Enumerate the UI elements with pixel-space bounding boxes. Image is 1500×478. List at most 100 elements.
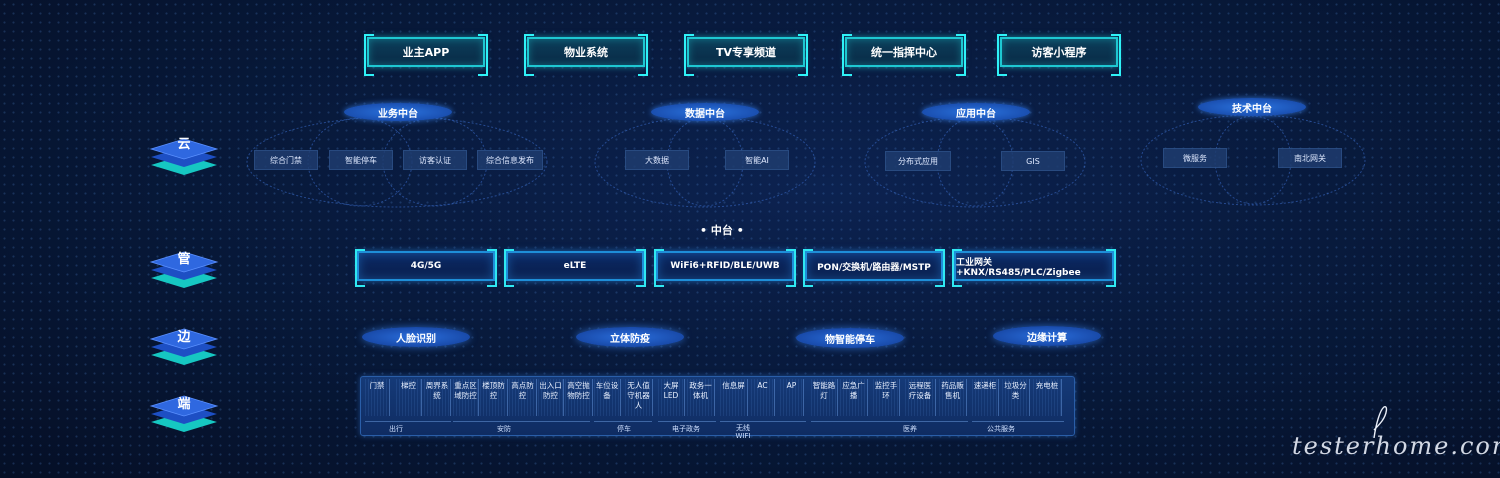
hub-item-label: 智能停车 — [345, 155, 377, 165]
app-box-property: 物业系统 — [524, 34, 648, 76]
edge-label: 立体防疫 — [610, 333, 650, 345]
app-label: 统一指挥中心 — [871, 46, 937, 59]
hub-item-microservice: 微服务 — [1163, 148, 1227, 168]
device-category: 公共服务 — [987, 425, 1015, 433]
edge-label: 物智能停车 — [825, 334, 875, 346]
device-cell: 垃圾分类 — [1002, 379, 1030, 416]
device-category: 医养 — [903, 425, 917, 433]
device-cell: 楼顶防控 — [480, 379, 508, 416]
device-cell: 应急广播 — [840, 379, 868, 416]
device-cell: 高点防控 — [509, 379, 537, 416]
category-divider — [453, 421, 590, 422]
hub-item-gateway: 南北网关 — [1278, 148, 1342, 168]
device-cell: 大屏LED — [658, 379, 685, 416]
hub-item-label: 综合门禁 — [270, 155, 302, 165]
layer-stack-icon — [149, 395, 219, 432]
net-box-industrial-gateway: 工业网关+KNX/RS485/PLC/Zigbee — [952, 249, 1116, 287]
net-box-4g5g: 4G/5G — [355, 249, 497, 287]
hub-item-smart-ai: 智能AI — [725, 150, 789, 170]
device-category: 无线WIFI — [735, 424, 751, 440]
edge-smart-parking: 物智能停车 — [796, 328, 904, 348]
device-cell: 智能路灯 — [811, 379, 838, 416]
category-divider — [720, 421, 806, 422]
device-category: 安防 — [497, 425, 511, 433]
watermark-text: testerhome.com — [1292, 432, 1500, 460]
device-cell: 周界系统 — [424, 379, 451, 416]
hub-title-data: 数据中台 — [651, 103, 759, 121]
hub-item-label: 分布式应用 — [898, 156, 938, 166]
hub-title-text: 业务中台 — [378, 108, 418, 120]
device-cell: 远程医疗设备 — [905, 379, 936, 416]
layer-label-edge: 边 — [177, 330, 191, 345]
device-cell: 重点区域防控 — [453, 379, 479, 416]
device-cell: 出入口防控 — [538, 379, 564, 416]
category-divider — [594, 421, 652, 422]
hub-item-label: 微服务 — [1183, 153, 1207, 163]
hub-title-technology: 技术中台 — [1198, 98, 1306, 116]
category-divider — [811, 421, 968, 422]
net-box-wifi6: WiFi6+RFID/BLE/UWB — [654, 249, 796, 287]
net-box-pon: PON/交换机/路由器/MSTP — [803, 249, 945, 287]
device-cell: AC — [751, 379, 775, 416]
hub-item-label: 南北网关 — [1294, 153, 1326, 163]
edge-label: 人脸识别 — [396, 333, 436, 345]
net-label: PON/交换机/路由器/MSTP — [817, 262, 931, 273]
hub-title-text: 数据中台 — [685, 108, 725, 120]
app-label: 业主APP — [402, 46, 450, 59]
layer-stack-icon — [149, 251, 219, 288]
hub-title-text: 技术中台 — [1232, 103, 1272, 115]
device-panel: 门禁 梯控 周界系统 重点区域防控 楼顶防控 高点防控 出入口防控 高空抛物防控… — [360, 376, 1075, 440]
net-label: 4G/5G — [410, 261, 442, 271]
device-cell: 梯控 — [396, 379, 422, 416]
device-cell: 充电桩 — [1033, 379, 1062, 416]
edge-edge-computing: 边缘计算 — [993, 326, 1101, 346]
hub-item-label: 访客认证 — [419, 155, 451, 165]
hub-item-info-publish: 综合信息发布 — [477, 150, 543, 170]
app-label: 访客小程序 — [1031, 46, 1087, 59]
device-cell: 无人值守机器人 — [625, 379, 653, 416]
device-cell: 门禁 — [365, 379, 390, 416]
device-category: 电子政务 — [672, 425, 700, 433]
layer-stack-icon — [149, 138, 219, 175]
device-category: 出行 — [389, 425, 403, 433]
edge-face-recognition: 人脸识别 — [362, 327, 470, 347]
hub-item-big-data: 大数据 — [625, 150, 689, 170]
device-cell: 政务一体机 — [687, 379, 715, 416]
layer-stack-icon — [149, 328, 219, 365]
device-category: 停车 — [617, 425, 631, 433]
watermark-flourish-icon — [1373, 406, 1388, 438]
layer-label-cloud: 云 — [177, 137, 191, 152]
device-cell: 速递柜 — [972, 379, 999, 416]
hub-ring — [1140, 114, 1366, 206]
app-box-tv: TV专享频道 — [684, 34, 808, 76]
net-label: eLTE — [563, 261, 587, 271]
app-box-command: 统一指挥中心 — [842, 34, 966, 76]
layer-label-terminal: 端 — [177, 397, 191, 412]
app-box-visitor: 访客小程序 — [997, 34, 1121, 76]
device-cell: 信息屏 — [720, 379, 748, 416]
app-box-owner: 业主APP — [364, 34, 488, 76]
layer-label-pipe: 管 — [177, 252, 191, 267]
category-divider — [365, 421, 451, 422]
category-divider — [658, 421, 716, 422]
net-box-elte: eLTE — [504, 249, 646, 287]
hub-item-access-control: 综合门禁 — [254, 150, 318, 170]
device-cell: 高空抛物防控 — [565, 379, 593, 416]
device-cell: 车位设备 — [594, 379, 621, 416]
device-cell: 药品贩售机 — [939, 379, 967, 416]
app-label: TV专享频道 — [715, 46, 777, 59]
edge-epidemic-prevention: 立体防疫 — [576, 327, 684, 347]
hub-item-label: 大数据 — [645, 155, 669, 165]
hub-item-label: 智能AI — [745, 155, 769, 165]
hub-item-visitor-auth: 访客认证 — [403, 150, 467, 170]
device-cell: 监控手环 — [873, 379, 900, 416]
category-divider — [972, 421, 1064, 422]
net-label: 工业网关+KNX/RS485/PLC/Zigbee — [956, 257, 1081, 278]
zhongtai-label: • 中台 • — [700, 224, 744, 237]
hub-item-label: 综合信息发布 — [486, 155, 534, 165]
hub-item-smart-parking: 智能停车 — [329, 150, 393, 170]
device-cell: AP — [780, 379, 804, 416]
hub-item-gis: GIS — [1001, 151, 1065, 171]
hub-item-distributed-app: 分布式应用 — [885, 151, 951, 171]
